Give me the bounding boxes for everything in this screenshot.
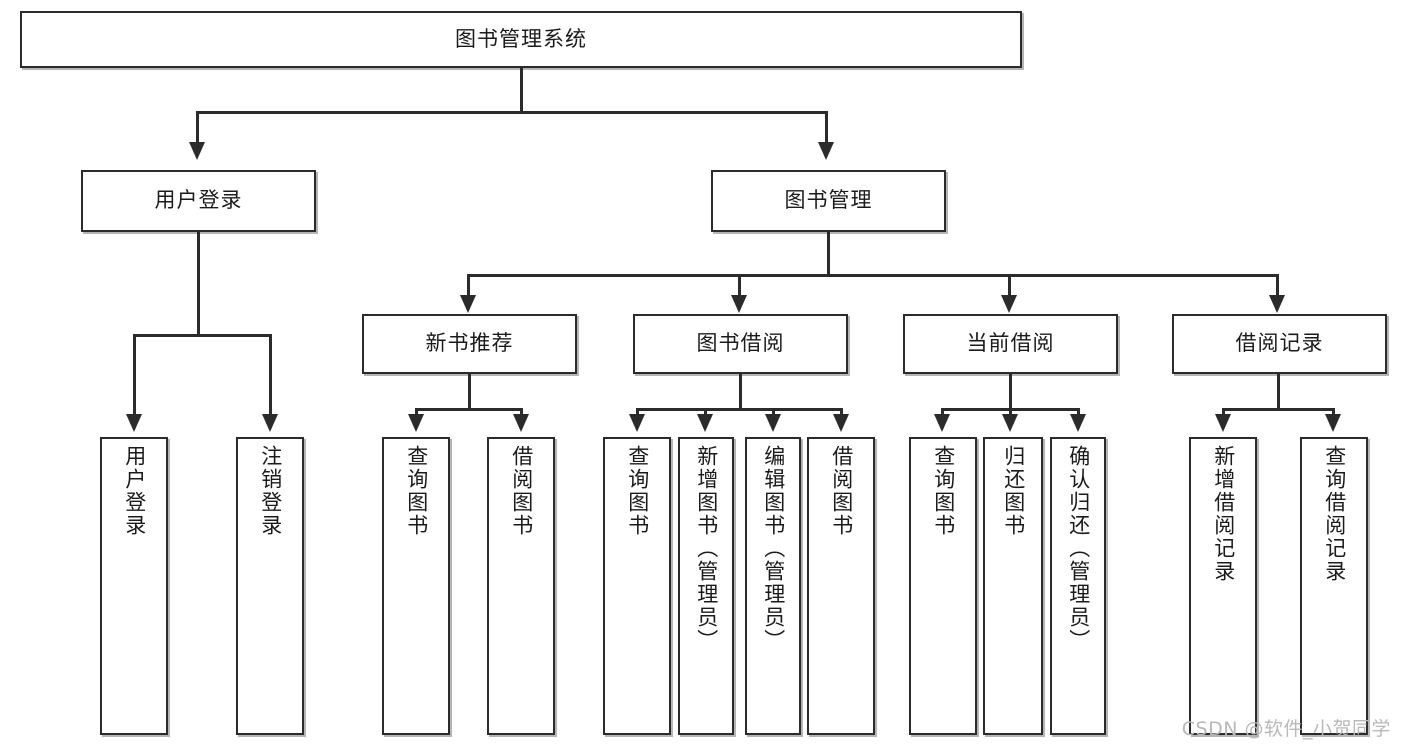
node-label: 图书管理 [784, 188, 873, 213]
arrowhead-nb-query-book [408, 414, 424, 432]
node-label: 图书管理系统 [455, 26, 587, 51]
arrowhead-cb-return-book [1002, 414, 1018, 432]
leaf-nb-query-book[interactable]: 查询图书 [382, 437, 450, 735]
connector-book-management-bus [467, 274, 1279, 277]
node-label: 当前借阅 [966, 331, 1055, 356]
connector-user-login-to-leaf-1 [133, 334, 136, 416]
leaf-br-add-record[interactable]: 新增借阅记录 [1189, 437, 1257, 735]
node-label: 用户登录 [154, 188, 243, 213]
connector-bm-to-borrow-record [1276, 274, 1279, 298]
connector-book-borrow-bus [636, 408, 843, 411]
leaf-user-login[interactable]: 用户登录 [100, 437, 168, 735]
connector-new-book-stem [468, 374, 471, 410]
connector-book-borrow-stem [739, 374, 742, 410]
arrowhead-root-to-book-management [818, 142, 834, 160]
arrowhead-leaf-logout [262, 414, 278, 432]
node-label: 用户登录 [122, 445, 147, 537]
connector-bm-to-book-borrow [738, 274, 741, 298]
node-new-book-recommend[interactable]: 新书推荐 [362, 314, 577, 374]
connector-root-to-book-management [825, 111, 828, 144]
leaf-logout[interactable]: 注销登录 [236, 437, 304, 735]
leaf-cb-return-book[interactable]: 归还图书 [983, 437, 1043, 735]
node-book-management[interactable]: 图书管理 [711, 170, 946, 232]
leaf-bb-query-book[interactable]: 查询图书 [603, 437, 671, 735]
connector-current-borrow-stem [1009, 374, 1012, 410]
node-label: 借阅记录 [1235, 331, 1324, 356]
arrowhead-br-add-record [1215, 414, 1231, 432]
leaf-bb-edit-book-admin[interactable]: 编辑图书（管理员） [745, 437, 801, 735]
node-label: 查询图书 [931, 445, 956, 537]
connector-new-book-bus [415, 408, 523, 411]
node-label: 查询图书 [404, 445, 429, 537]
node-label: 新增图书（管理员） [694, 445, 719, 652]
connector-borrow-record-bus [1222, 408, 1335, 411]
connector-br-to-query [1332, 408, 1335, 418]
connector-bb-to-query [636, 408, 639, 418]
connector-root-stem [520, 68, 523, 113]
node-label: 借阅图书 [829, 445, 854, 537]
arrowhead-book-borrow [731, 295, 747, 313]
leaf-nb-borrow-book[interactable]: 借阅图书 [487, 437, 555, 735]
arrowhead-leaf-user-login [126, 414, 142, 432]
connector-root-bus [196, 111, 828, 114]
connector-cb-to-confirm [1077, 408, 1080, 418]
node-label: 归还图书 [1001, 445, 1026, 537]
arrowhead-borrow-record [1269, 295, 1285, 313]
arrowhead-current-borrow [1001, 295, 1017, 313]
connector-nb-to-query [415, 408, 418, 418]
connector-cb-to-return [1009, 408, 1012, 418]
node-book-borrow[interactable]: 图书借阅 [633, 314, 848, 374]
connector-book-management-stem [827, 232, 830, 276]
node-label: 新书推荐 [425, 331, 514, 356]
node-label: 查询图书 [625, 445, 650, 537]
arrowhead-bb-borrow-book [833, 414, 849, 432]
leaf-bb-borrow-book[interactable]: 借阅图书 [807, 437, 875, 735]
leaf-cb-confirm-return-admin[interactable]: 确认归还（管理员） [1050, 437, 1106, 735]
connector-borrow-record-stem [1277, 374, 1280, 410]
node-label: 编辑图书（管理员） [761, 445, 786, 652]
node-borrow-record[interactable]: 借阅记录 [1172, 314, 1387, 374]
arrowhead-bb-edit-book [765, 414, 781, 432]
node-label: 注销登录 [258, 445, 283, 537]
connector-bm-to-current-borrow [1008, 274, 1011, 298]
leaf-cb-query-book[interactable]: 查询图书 [909, 437, 977, 735]
connector-nb-to-borrow [520, 408, 523, 418]
arrowhead-new-book-recommend [460, 295, 476, 313]
node-current-borrow[interactable]: 当前借阅 [903, 314, 1118, 374]
arrowhead-bb-query-book [629, 414, 645, 432]
connector-cb-to-query [941, 408, 944, 418]
arrowhead-cb-confirm-return [1070, 414, 1086, 432]
leaf-bb-add-book-admin[interactable]: 新增图书（管理员） [678, 437, 734, 735]
arrowhead-nb-borrow-book [513, 414, 529, 432]
connector-user-login-to-leaf-2 [269, 334, 272, 416]
leaf-br-query-record[interactable]: 查询借阅记录 [1300, 437, 1368, 735]
node-label: 借阅图书 [509, 445, 534, 537]
watermark-text: CSDN @软件_小贺同学 [1181, 718, 1391, 740]
connector-bm-to-new-book [467, 274, 470, 298]
connector-bb-to-borrow [840, 408, 843, 418]
node-label: 新增借阅记录 [1211, 445, 1236, 583]
connector-root-to-user-login [196, 111, 199, 144]
node-user-login[interactable]: 用户登录 [81, 170, 316, 232]
connector-bb-to-edit [772, 408, 775, 418]
node-label: 确认归还（管理员） [1066, 445, 1091, 652]
connector-br-to-add [1222, 408, 1225, 418]
arrowhead-root-to-user-login [189, 142, 205, 160]
connector-bb-to-add [704, 408, 707, 418]
connector-user-login-bus [133, 334, 272, 337]
connector-user-login-stem [197, 232, 200, 336]
arrowhead-cb-query-book [934, 414, 950, 432]
node-label: 查询借阅记录 [1322, 445, 1347, 583]
node-label: 图书借阅 [696, 331, 785, 356]
node-root-book-management-system[interactable]: 图书管理系统 [20, 11, 1022, 68]
arrowhead-br-query-record [1325, 414, 1341, 432]
arrowhead-bb-add-book [697, 414, 713, 432]
